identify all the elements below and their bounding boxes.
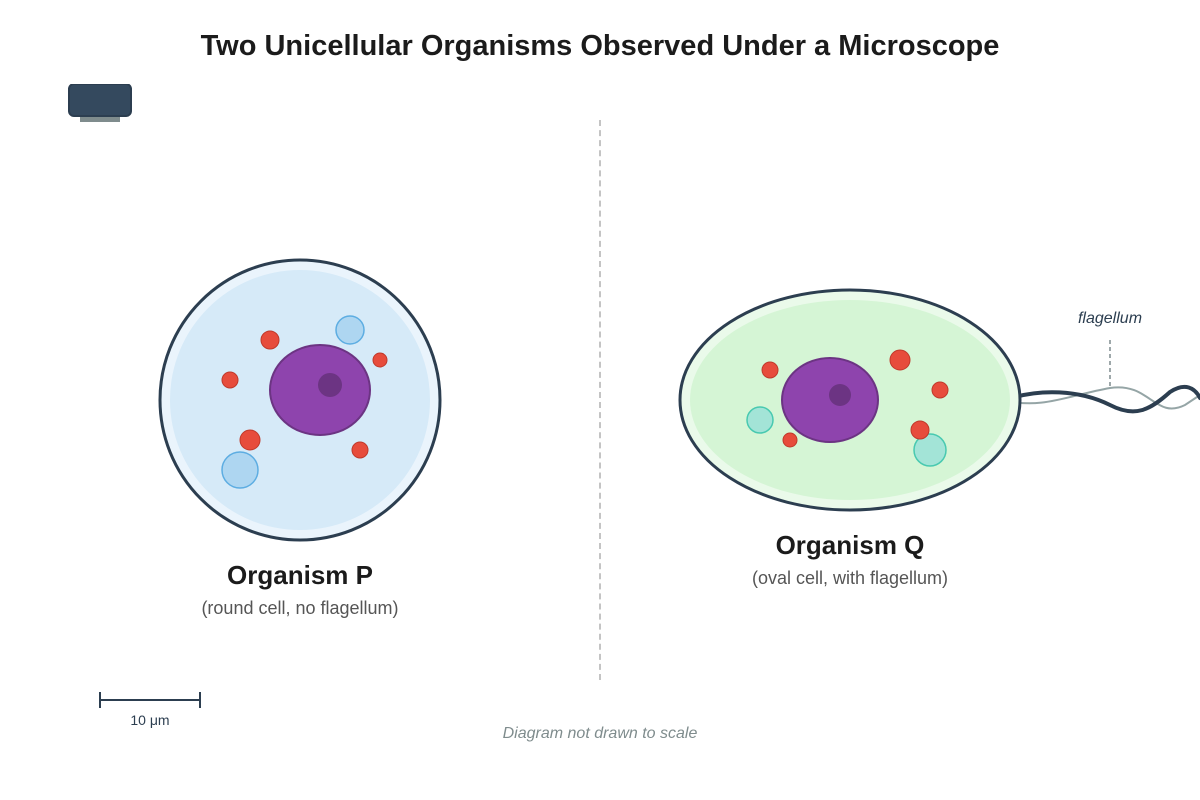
scale-note: Diagram not drawn to scale <box>502 725 698 742</box>
granule <box>239 429 261 451</box>
granule <box>931 381 949 399</box>
vacuole <box>335 315 365 345</box>
scale-bar <box>99 692 201 708</box>
granule <box>260 330 280 350</box>
diagram-title: Two Unicellular Organisms Observed Under… <box>200 30 1000 62</box>
organism-p-description: (round cell, no flagellum) <box>201 598 399 618</box>
organism-q-name: Organism Q <box>775 530 925 560</box>
panel-divider <box>599 120 601 680</box>
organism-q-cell <box>678 288 1200 512</box>
microscope-icon <box>68 84 132 122</box>
organism-q-description: (oval cell, with flagellum) <box>751 568 949 588</box>
vacuole <box>221 451 259 489</box>
granule <box>372 352 388 368</box>
scale-bar-label: 10 μm <box>130 712 170 728</box>
granule <box>351 441 369 459</box>
flagellum-label: flagellum <box>1077 310 1143 327</box>
organism-p-cell <box>158 258 442 542</box>
flagellum-shadow <box>1004 386 1200 410</box>
granule <box>910 420 930 440</box>
granule <box>221 371 239 389</box>
granule <box>761 361 779 379</box>
flagellum <box>1003 384 1200 414</box>
granule <box>889 349 911 371</box>
granule <box>782 432 798 448</box>
nucleus <box>781 357 879 443</box>
nucleolus <box>318 373 342 397</box>
organism-p-name: Organism P <box>227 560 373 590</box>
vacuole <box>913 433 947 467</box>
vacuole <box>746 406 774 434</box>
nucleolus <box>829 384 851 406</box>
